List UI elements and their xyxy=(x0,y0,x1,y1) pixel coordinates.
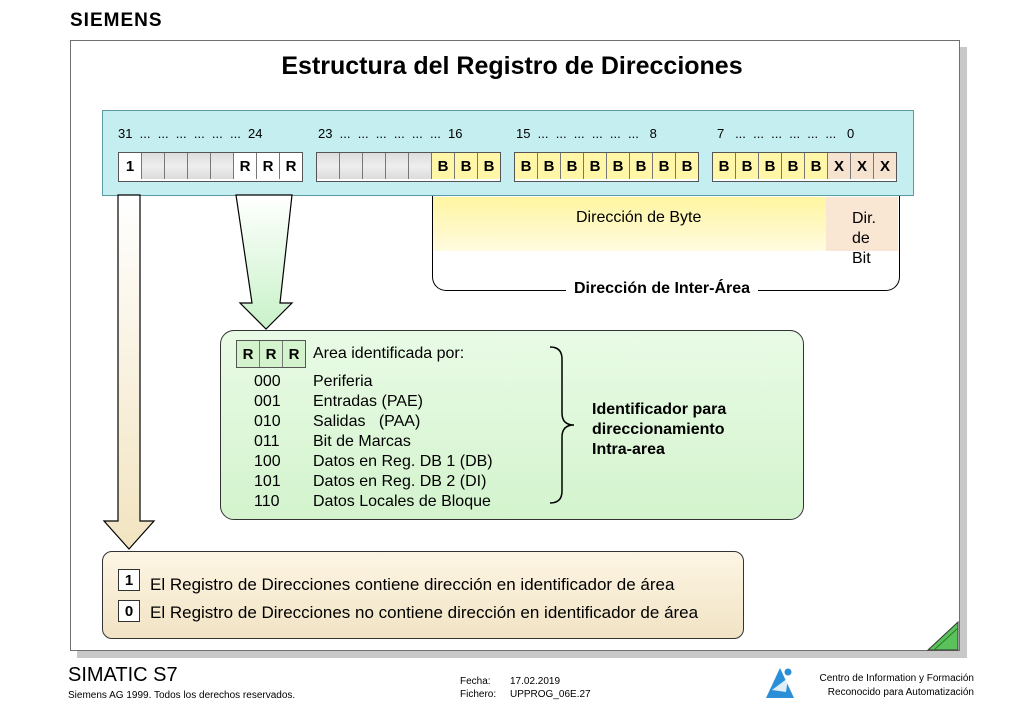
area-code-bits: 011 xyxy=(254,433,280,450)
area-bit: R xyxy=(237,341,260,367)
area-code-desc: Datos en Reg. DB 2 (DI) xyxy=(313,473,487,490)
training-center-line1: Centro de Information y Formación xyxy=(819,673,974,684)
bit-ticks-23-16: 23 ... ... ... ... ... ... 16 xyxy=(318,126,463,141)
register-bit xyxy=(317,153,340,179)
register-bit: 1 xyxy=(119,153,142,179)
register-bit: B xyxy=(676,153,698,179)
flag-bit: 0 xyxy=(118,600,140,622)
area-flag-panel xyxy=(102,551,744,639)
register-bit xyxy=(142,153,165,179)
register-bit xyxy=(409,153,432,179)
area-bit: R xyxy=(283,341,305,367)
bit-ticks-7-0: 7 ... ... ... ... ... ... 0 xyxy=(717,126,855,141)
area-code-desc: Datos Locales de Bloque xyxy=(313,493,491,510)
area-code-desc: Bit de Marcas xyxy=(313,433,411,450)
copyright: Siemens AG 1999. Todos los derechos rese… xyxy=(68,690,296,701)
area-code-bits: 100 xyxy=(254,453,281,470)
register-bit: X xyxy=(828,153,851,179)
area-code-bits: 001 xyxy=(254,393,281,410)
register-bit xyxy=(340,153,363,179)
identifier-line: Intra-area xyxy=(592,441,665,458)
register-bit: B xyxy=(538,153,561,179)
area-identifier-panel xyxy=(220,330,804,520)
area-code-desc: Salidas (PAA) xyxy=(313,413,421,430)
page-title: Estructura del Registro de Direcciones xyxy=(281,52,743,80)
register-bit xyxy=(165,153,188,179)
training-center-line2: Reconocido para Automatización xyxy=(827,687,974,698)
byte-address-label: Dirección de Byte xyxy=(576,209,702,226)
register-bit: B xyxy=(805,153,828,179)
siemens-logo: SIEMENS xyxy=(70,10,163,31)
bit-ticks-31-24: 31 ... ... ... ... ... ... 24 xyxy=(118,126,263,141)
register-bit: X xyxy=(874,153,896,179)
identifier-line: Identificador para xyxy=(592,401,727,418)
register-bit: B xyxy=(653,153,676,179)
brace-icon xyxy=(549,346,575,504)
area-code-bits: 110 xyxy=(254,493,280,510)
area-code-desc: Periferia xyxy=(313,373,373,390)
arrow-down-icon xyxy=(235,194,294,330)
register-byte-3: 1 R R R xyxy=(118,152,303,182)
fecha-value: 17.02.2019 xyxy=(510,676,561,687)
register-bit xyxy=(363,153,386,179)
register-byte-1: B B B B B B B B xyxy=(514,152,699,182)
flag-description: El Registro de Direcciones no contiene d… xyxy=(150,603,699,622)
register-byte-0: B B B B B X X X xyxy=(712,152,897,182)
register-bit: B xyxy=(759,153,782,179)
register-bit: B xyxy=(607,153,630,179)
area-code-bits: 010 xyxy=(254,413,281,430)
arrow-down-icon xyxy=(102,194,156,550)
bit-ticks-15-8: 15 ... ... ... ... ... ... 8 xyxy=(516,126,657,141)
bit-address-label-1: Dir. de xyxy=(852,210,876,247)
area-heading: Area identificada por: xyxy=(313,345,465,362)
register-bit: B xyxy=(736,153,759,179)
area-code-desc: Entradas (PAE) xyxy=(313,393,423,410)
register-bit: R xyxy=(280,153,302,179)
product-name: SIMATIC S7 xyxy=(68,664,178,686)
flag-bit: 1 xyxy=(118,569,140,591)
register-byte-2: B B B xyxy=(316,152,501,182)
page-corner-icon xyxy=(926,620,959,651)
fecha-label: Fecha: xyxy=(460,676,491,687)
register-bit: B xyxy=(478,153,500,179)
training-center-logo-icon xyxy=(766,668,794,698)
flag-description: El Registro de Direcciones contiene dire… xyxy=(150,575,675,594)
register-bit xyxy=(386,153,409,179)
area-bits: R R R xyxy=(236,340,306,368)
bit-address-label-2: Bit xyxy=(852,250,871,267)
register-bit: R xyxy=(234,153,257,179)
register-bit: B xyxy=(782,153,805,179)
register-bit: X xyxy=(851,153,874,179)
register-bit: B xyxy=(515,153,538,179)
identifier-line: direccionamiento xyxy=(592,421,725,438)
byte-address-area xyxy=(432,197,826,251)
register-bit: B xyxy=(432,153,455,179)
register-bit: B xyxy=(713,153,736,179)
register-bit xyxy=(211,153,234,179)
area-code-bits: 000 xyxy=(254,373,281,390)
area-bit: R xyxy=(260,341,283,367)
register-bit: R xyxy=(257,153,280,179)
register-bit xyxy=(188,153,211,179)
intra-area-identifier: Identificador para direccionamiento Intr… xyxy=(592,400,726,460)
area-code-bits: 101 xyxy=(254,473,281,490)
register-bit: B xyxy=(561,153,584,179)
inter-area-label: Dirección de Inter-Área xyxy=(566,280,759,298)
register-bit: B xyxy=(630,153,653,179)
fichero-label: Fichero: xyxy=(460,689,497,700)
register-bit: B xyxy=(584,153,607,179)
inter-area-bracket xyxy=(432,196,900,291)
register-bit: B xyxy=(455,153,478,179)
fichero-value: UPPROG_06E.27 xyxy=(510,689,591,700)
area-code-desc: Datos en Reg. DB 1 (DB) xyxy=(313,453,493,470)
